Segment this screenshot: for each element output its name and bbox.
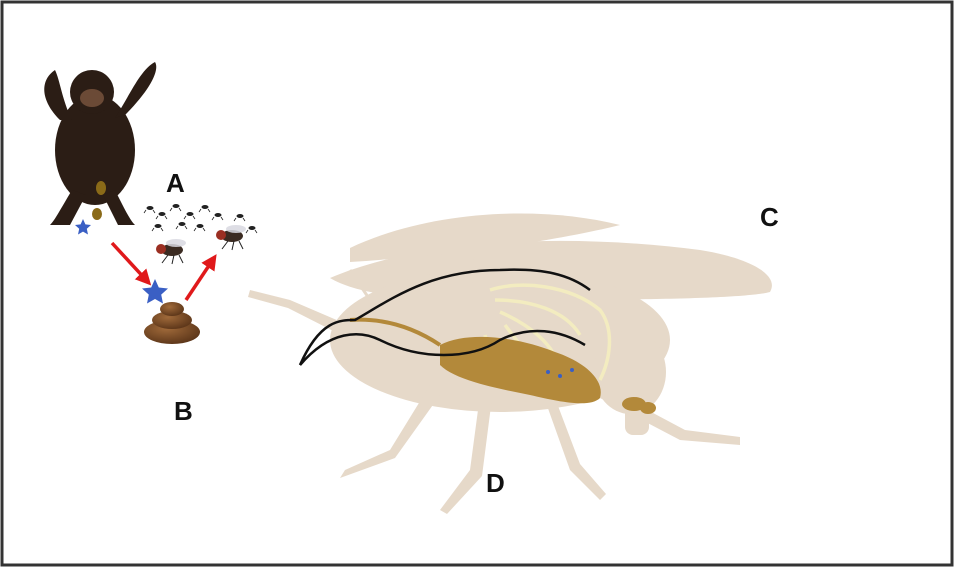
label-d: D [486, 470, 505, 496]
label-b: B [174, 398, 193, 424]
label-a: A [166, 170, 185, 196]
label-c: C [760, 204, 779, 230]
